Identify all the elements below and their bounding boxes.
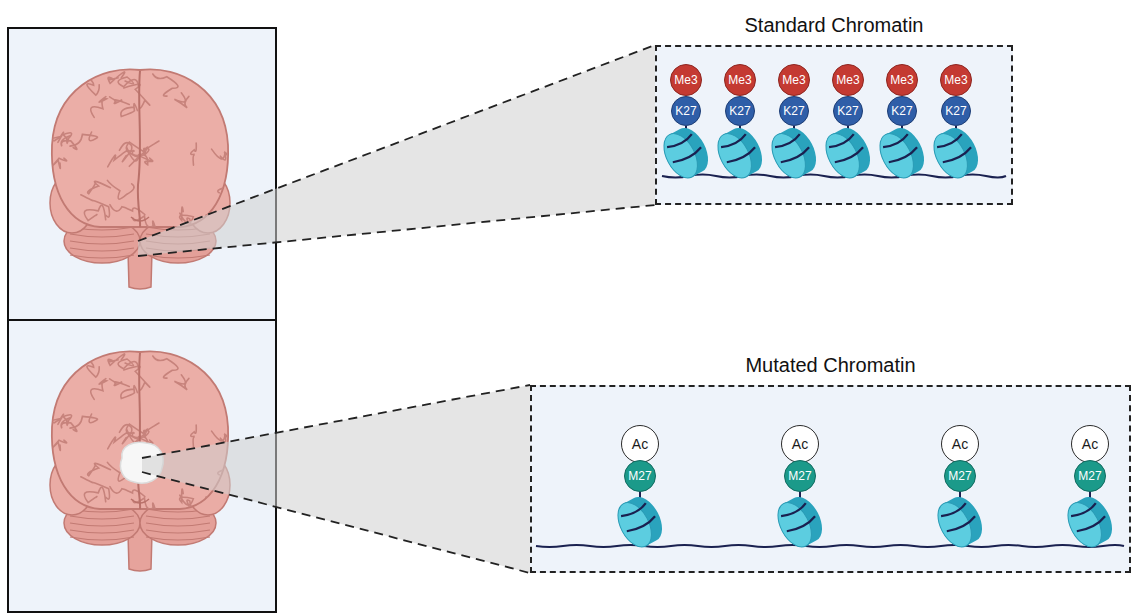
acetylation-mark: Ac [1071, 425, 1109, 463]
mark-label: M27 [788, 470, 811, 482]
mark-label: Me3 [944, 74, 967, 86]
zoom-box: Mutated ChromatinAcM27AcM27AcM27AcM27 [530, 385, 1131, 573]
panel-title: Standard Chromatin [597, 14, 1071, 37]
mark-label: Ac [632, 437, 648, 451]
mark-label: K27 [783, 105, 804, 117]
lysine-residue: K27 [725, 96, 755, 126]
methylation-mark: Me3 [886, 64, 918, 96]
methylation-mark: Me3 [670, 64, 702, 96]
lysine-residue: K27 [779, 96, 809, 126]
acetylation-mark: Ac [781, 425, 819, 463]
acetylation-mark: Ac [941, 425, 979, 463]
lysine-residue: K27 [833, 96, 863, 126]
zoom-box: Standard ChromatinMe3K27Me3K27Me3K27Me3K… [655, 45, 1013, 205]
methionine-residue: M27 [784, 460, 816, 492]
mark-label: M27 [948, 470, 971, 482]
methionine-residue: M27 [944, 460, 976, 492]
mark-label: K27 [945, 105, 966, 117]
acetylation-mark: Ac [621, 425, 659, 463]
mark-label: Ac [1082, 437, 1098, 451]
mark-label: Me3 [782, 74, 805, 86]
mark-label: Ac [792, 437, 808, 451]
panel-title: Mutated Chromatin [472, 354, 1131, 377]
mark-label: K27 [837, 105, 858, 117]
mark-label: K27 [891, 105, 912, 117]
methylation-mark: Me3 [778, 64, 810, 96]
lysine-residue: K27 [887, 96, 917, 126]
mark-label: Ac [952, 437, 968, 451]
mark-label: M27 [1078, 470, 1101, 482]
mark-label: Me3 [890, 74, 913, 86]
methylation-mark: Me3 [940, 64, 972, 96]
methionine-residue: M27 [1074, 460, 1106, 492]
lysine-residue: K27 [671, 96, 701, 126]
mark-label: M27 [628, 470, 651, 482]
methylation-mark: Me3 [832, 64, 864, 96]
lysine-residue: K27 [941, 96, 971, 126]
mark-label: K27 [675, 105, 696, 117]
mark-label: Me3 [836, 74, 859, 86]
methionine-residue: M27 [624, 460, 656, 492]
methylation-mark: Me3 [724, 64, 756, 96]
mark-label: Me3 [674, 74, 697, 86]
mark-label: Me3 [728, 74, 751, 86]
mark-label: K27 [729, 105, 750, 117]
